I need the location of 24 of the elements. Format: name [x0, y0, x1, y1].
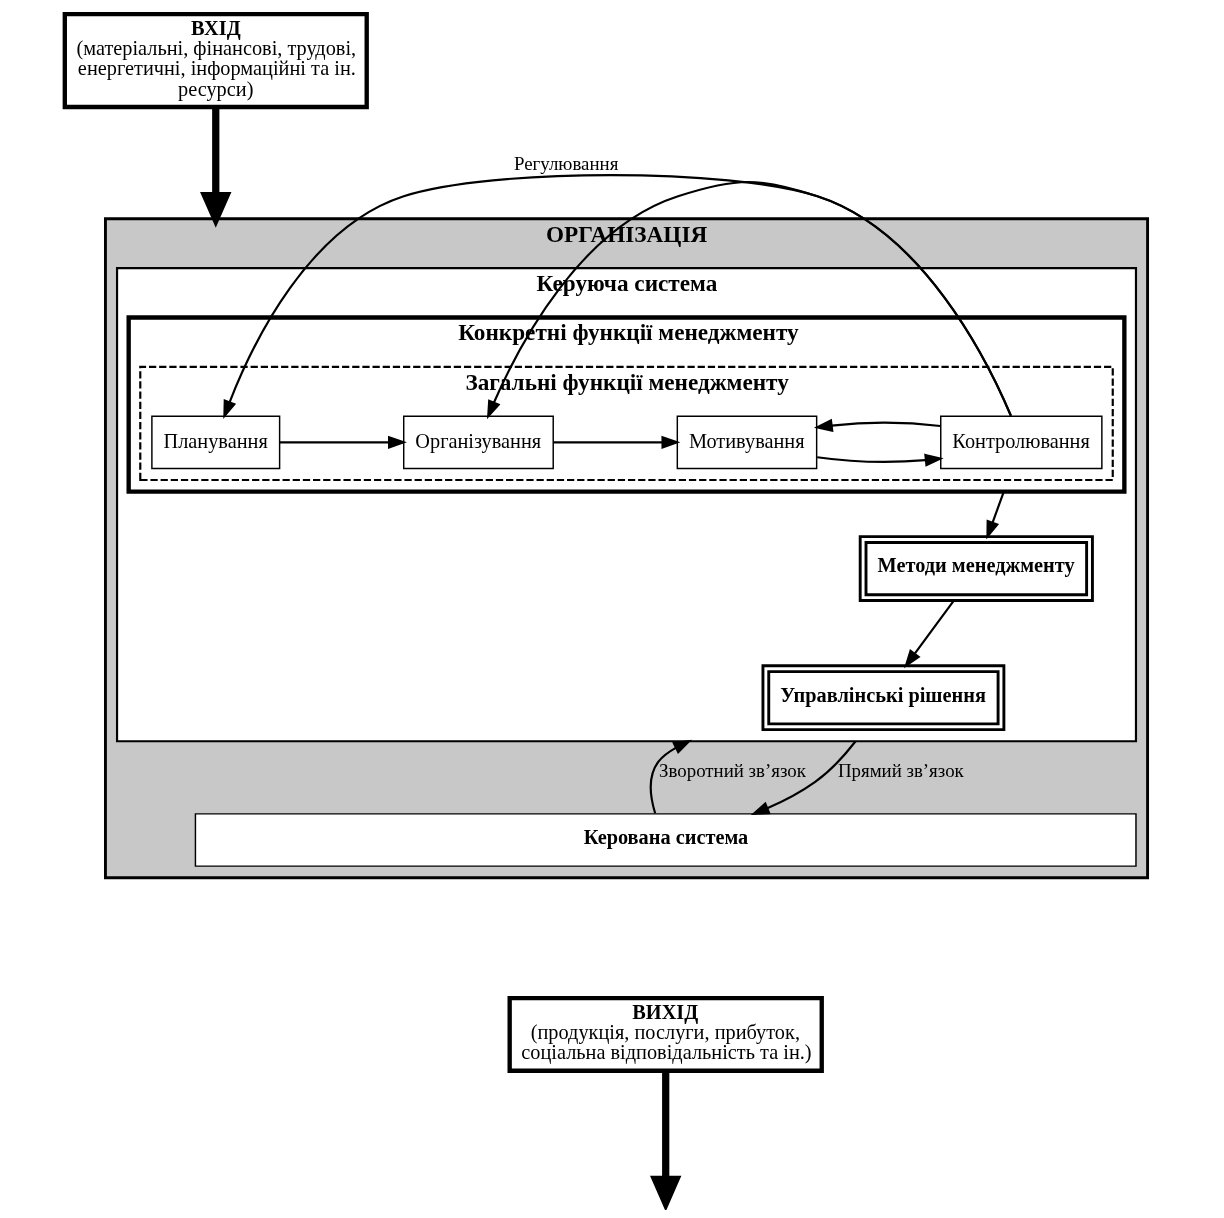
arrow	[650, 1070, 682, 1210]
arrow	[813, 418, 941, 432]
arrow	[200, 107, 232, 228]
edge-label: Регулювання	[513, 152, 619, 174]
node-box: Організування	[403, 415, 554, 470]
arrow	[279, 435, 407, 449]
arrow	[223, 174, 1012, 420]
node-box: Контролювання	[940, 415, 1103, 470]
arrow	[817, 453, 944, 467]
node-box: Мотивування	[676, 415, 818, 470]
node-box: ВИХІД (продукція, послуги, прибуток, соціальна відповідальність та ін.)	[507, 996, 824, 1073]
node-box: Планування	[151, 415, 281, 470]
arrow	[649, 739, 693, 814]
node-box: Методи менеджменту	[858, 535, 1094, 602]
edge-label: Прямий зв’язок	[837, 759, 964, 781]
arrow	[553, 435, 681, 449]
arrow	[486, 181, 1012, 420]
node-box: ВХІД (матеріальні, фінансові, трудові, енергетичні, інформаційні та ін. ресурси)	[62, 11, 369, 110]
arrow	[750, 740, 857, 816]
edge-label: Зворотний зв’язок	[659, 759, 806, 781]
arrow	[904, 599, 955, 669]
arrow	[986, 491, 1005, 540]
node-box: Керована система	[194, 813, 1137, 867]
node-box: Управлінські рішення	[761, 664, 1006, 732]
